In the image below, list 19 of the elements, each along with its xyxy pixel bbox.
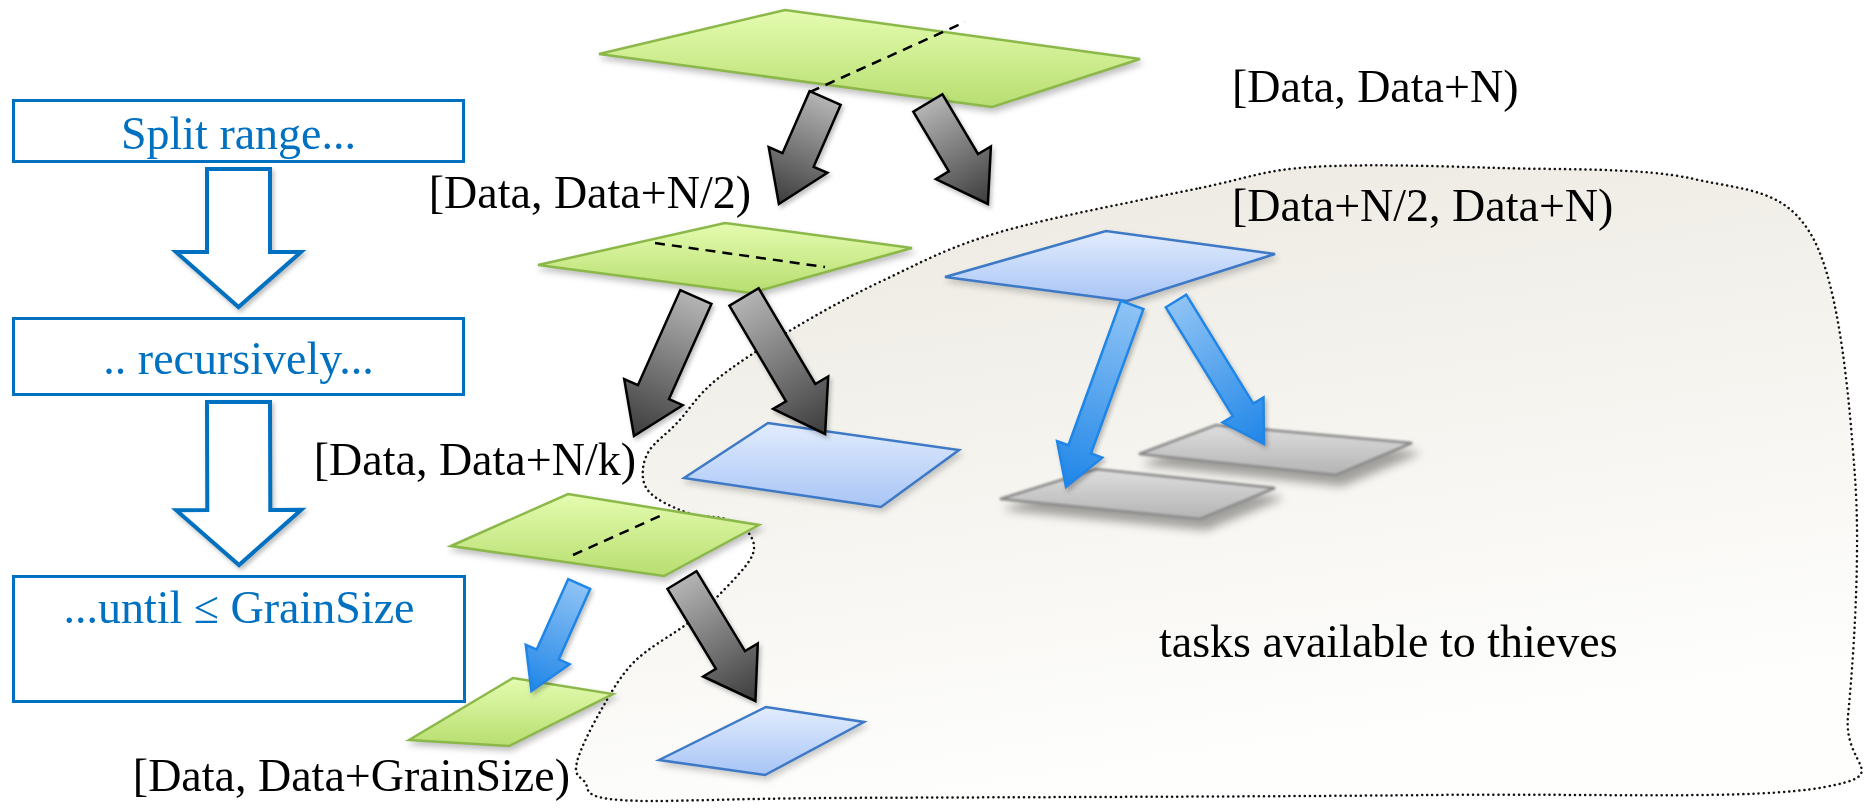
range-label: [Data, Data+GrainSize) (132, 750, 570, 803)
block-arrow (622, 288, 714, 439)
block-arrow (911, 92, 993, 206)
block-arrow (665, 569, 760, 703)
process-box: ...until ≤ GrainSize (12, 575, 466, 703)
region-label: tasks available to thieves (1159, 616, 1618, 667)
range-label: [Data+N/2, Data+N) (1232, 180, 1614, 233)
block-arrow (727, 286, 830, 436)
block-arrow (1164, 292, 1266, 447)
range-label: [Data, Data+N/k) (313, 434, 636, 487)
block-arrow (767, 89, 843, 207)
process-box: Split range... (12, 99, 465, 163)
block-arrow (1055, 299, 1145, 490)
range-label: [Data, Data+N) (1232, 61, 1519, 114)
process-box: .. recursively... (12, 317, 465, 396)
block-arrow (171, 399, 307, 568)
block-arrow (170, 167, 307, 310)
block-arrow (524, 577, 592, 694)
range-label: [Data, Data+N/2) (428, 167, 751, 220)
